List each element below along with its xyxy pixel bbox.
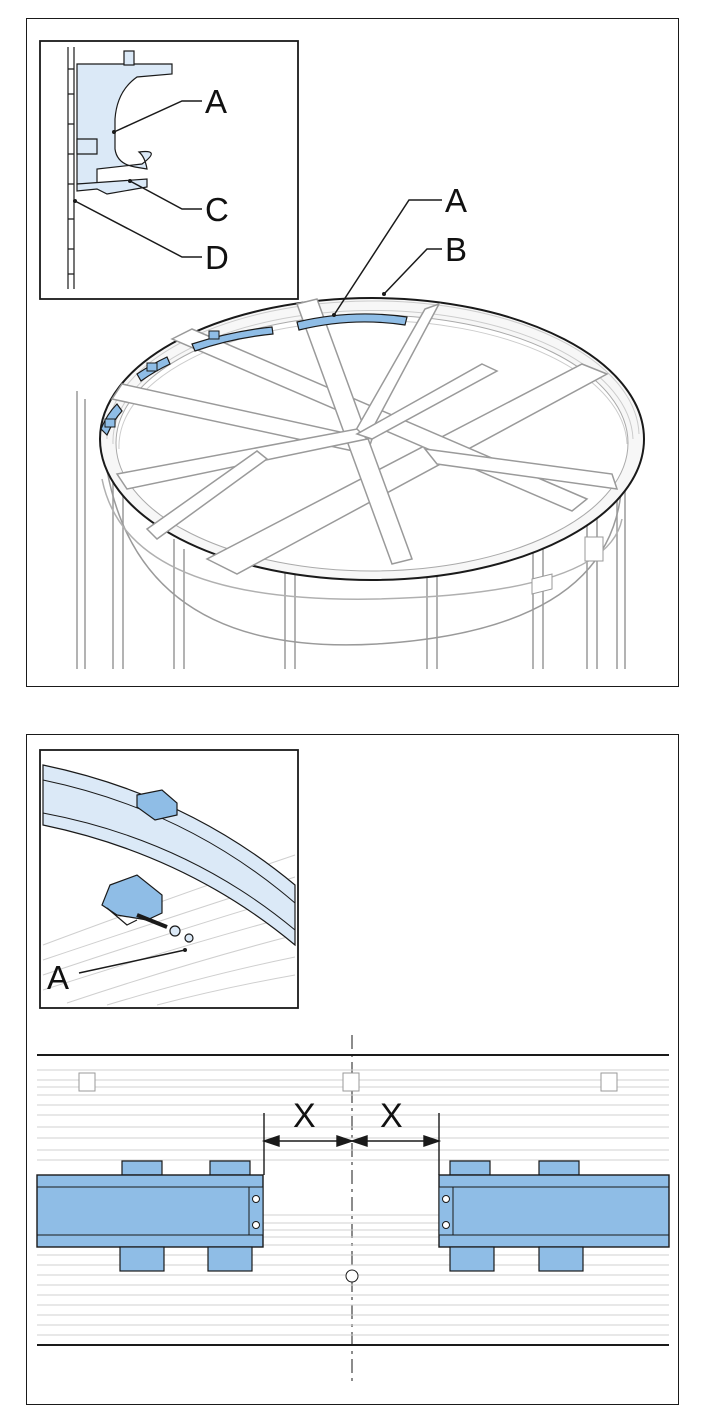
clamp-inset	[39, 749, 299, 1009]
dimension-label-x-right: X	[380, 1097, 403, 1135]
main-label-a: A	[445, 182, 467, 219]
inset-label-a-bottom: A	[47, 959, 69, 996]
inset-label-a: A	[205, 83, 227, 120]
rail-left	[36, 1160, 264, 1272]
dimension-label-x-left: X	[293, 1097, 316, 1135]
rail-right	[438, 1160, 670, 1272]
roof-beams	[110, 298, 619, 575]
profile-inset	[39, 40, 299, 300]
track-lines	[37, 1054, 669, 1346]
bottom-figure-drawing: A	[36, 749, 670, 1385]
top-figure-drawing: A C D A B	[39, 40, 645, 669]
main-label-b: B	[445, 231, 467, 268]
dimension-lines	[261, 1113, 442, 1175]
blue-rail-top	[100, 313, 604, 595]
inset-label-c: C	[205, 191, 229, 228]
inset-label-d: D	[205, 239, 229, 276]
top-figure-panel: A C D A B	[26, 18, 679, 687]
bottom-figure-panel: A	[26, 734, 679, 1405]
